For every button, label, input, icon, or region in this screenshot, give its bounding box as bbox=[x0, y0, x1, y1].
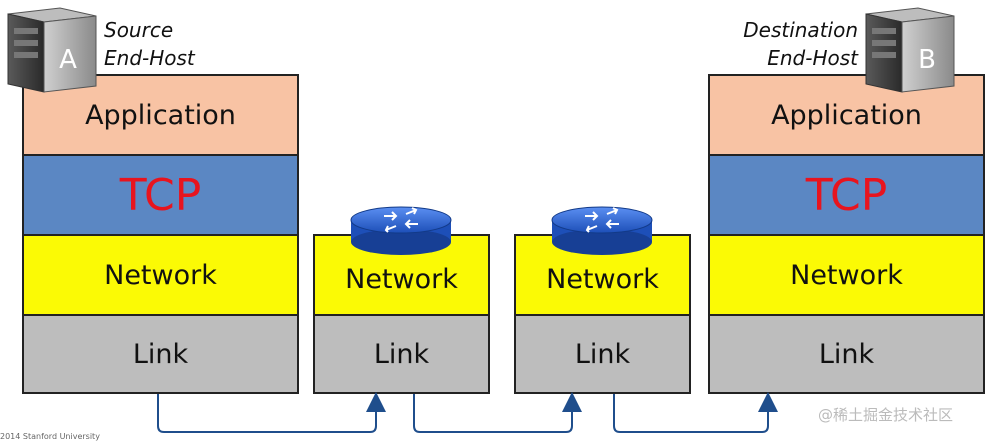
source-application-layer: Application bbox=[22, 74, 299, 156]
link-arrow-router1-to-router2 bbox=[413, 392, 582, 433]
source-host-label-line2: End-Host bbox=[104, 46, 195, 70]
source-badge: A bbox=[59, 45, 77, 75]
router1-network-label: Network bbox=[345, 263, 458, 295]
destination-badge: B bbox=[918, 45, 936, 75]
destination-application-layer: Application bbox=[708, 74, 985, 156]
destination-link-layer: Link bbox=[708, 314, 985, 394]
source-application-label: Application bbox=[85, 99, 236, 131]
server-icon-destination: B bbox=[865, 7, 955, 93]
router1-link-layer: Link bbox=[313, 314, 490, 394]
footer-copyright: 2014 Stanford University bbox=[0, 432, 100, 441]
destination-tcp-label: TCP bbox=[805, 169, 888, 221]
link-arrow-router2-to-destination bbox=[613, 392, 778, 433]
router-icon-1 bbox=[350, 206, 452, 255]
router2-link-label: Link bbox=[574, 338, 631, 370]
destination-network-label: Network bbox=[790, 259, 903, 291]
destination-host-label-line1: Destination bbox=[743, 18, 858, 42]
router-icon-2 bbox=[551, 206, 653, 255]
source-network-layer: Network bbox=[22, 234, 299, 316]
destination-host-label-line2: End-Host bbox=[767, 46, 858, 70]
server-icon-source: A bbox=[7, 7, 97, 93]
link-arrow-source-to-router1 bbox=[157, 392, 386, 433]
source-host-label-line1: Source bbox=[104, 18, 174, 42]
source-host-label: Source End-Host bbox=[104, 16, 195, 72]
source-tcp-label: TCP bbox=[119, 169, 202, 221]
destination-tcp-layer: TCP bbox=[708, 154, 985, 236]
router2-network-label: Network bbox=[546, 263, 659, 295]
destination-host-label: Destination End-Host bbox=[722, 16, 858, 72]
router1-link-label: Link bbox=[373, 338, 430, 370]
destination-link-label: Link bbox=[818, 338, 875, 370]
source-network-label: Network bbox=[104, 259, 217, 291]
source-link-layer: Link bbox=[22, 314, 299, 394]
destination-application-label: Application bbox=[771, 99, 922, 131]
router2-link-layer: Link bbox=[514, 314, 691, 394]
source-link-label: Link bbox=[132, 338, 189, 370]
watermark: @稀土掘金技术社区 bbox=[818, 406, 954, 424]
